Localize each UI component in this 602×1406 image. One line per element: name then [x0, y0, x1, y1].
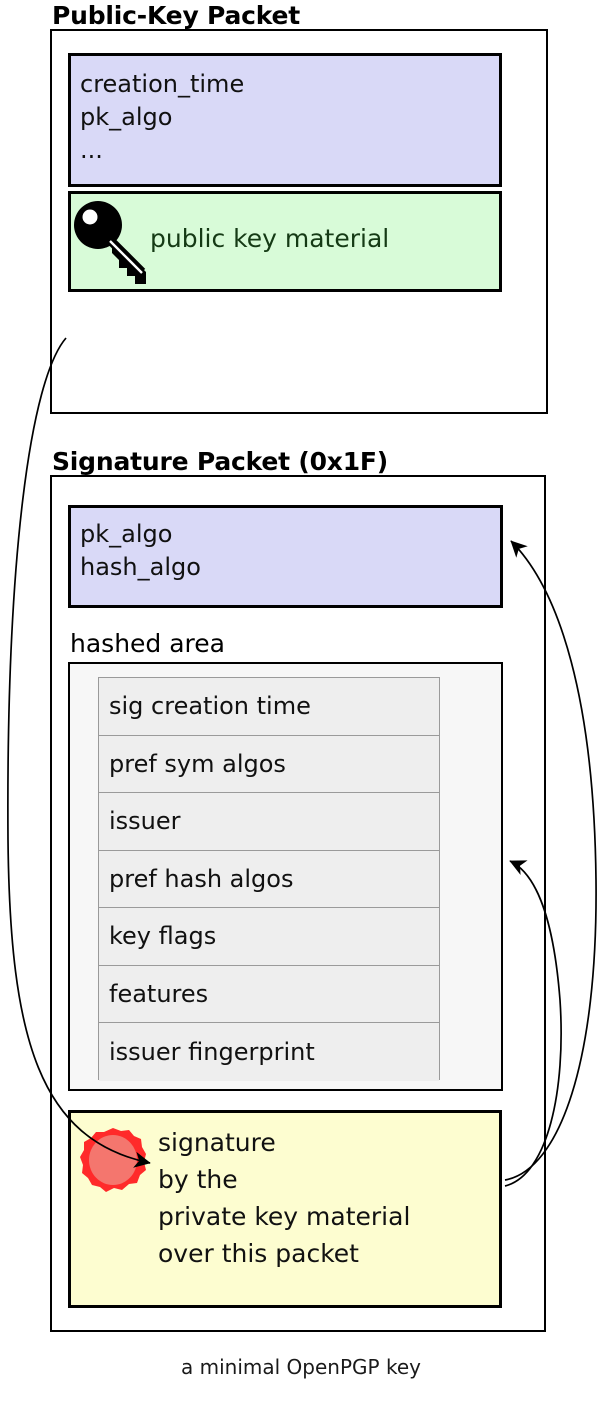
subpacket-list: sig creation time pref sym algos issuer …: [98, 677, 440, 1081]
subpacket-row: pref hash algos: [99, 850, 439, 908]
subpacket-row: pref sym algos: [99, 735, 439, 793]
wax-seal-icon: [80, 1128, 146, 1192]
subpacket-row: key flags: [99, 908, 439, 966]
signature-algos-text: pk_algo hash_algo: [80, 520, 201, 581]
public-key-material-label: public key material: [150, 224, 390, 253]
subpacket-row: issuer fingerprint: [99, 1023, 439, 1081]
signature-text: signature by the private key material ov…: [158, 1128, 411, 1268]
diagram-caption: a minimal OpenPGP key: [181, 1355, 421, 1379]
subpacket-row: sig creation time: [99, 678, 439, 736]
public-key-metadata-text: creation_time pk_algo ...: [80, 70, 245, 164]
public-key-metadata-field: [68, 53, 502, 187]
subpacket-row: features: [99, 965, 439, 1023]
subpacket-row: issuer: [99, 793, 439, 851]
signature-packet-title: Signature Packet (0x1F): [52, 447, 389, 476]
public-key-packet-title: Public-Key Packet: [52, 1, 301, 30]
key-icon: [74, 201, 146, 284]
hashed-area-label: hashed area: [70, 629, 225, 658]
